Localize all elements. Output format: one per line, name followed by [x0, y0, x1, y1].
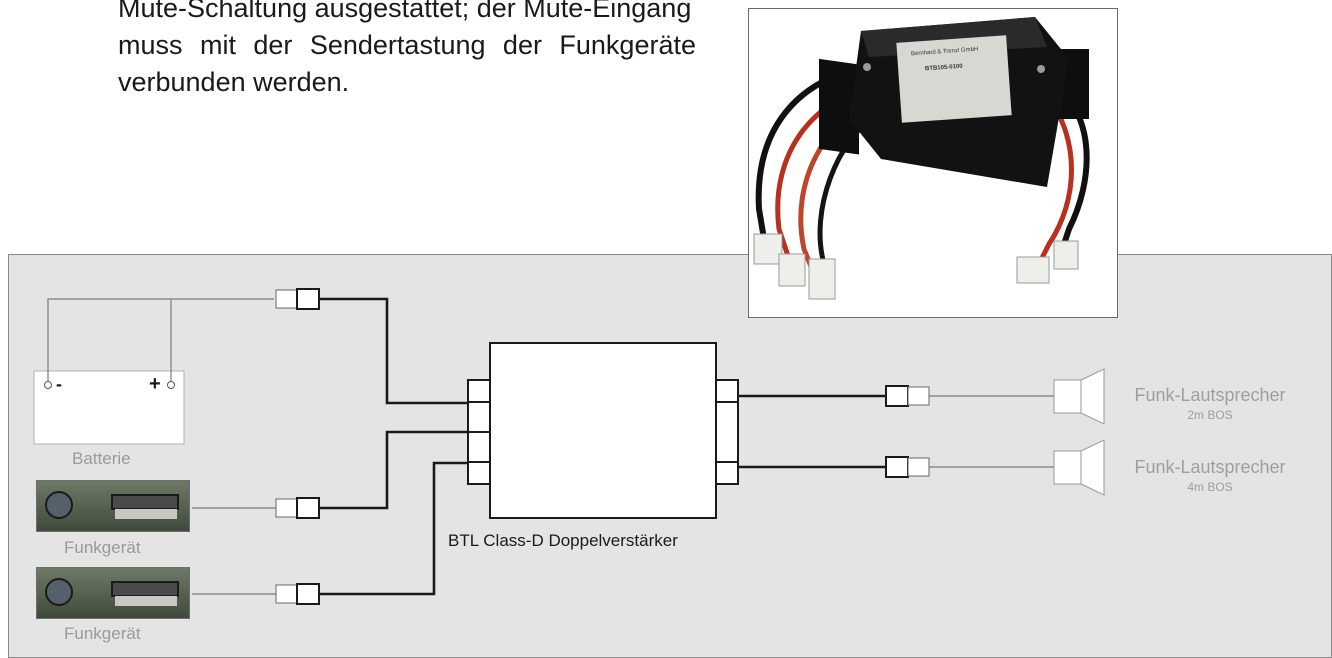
radio2-label: Funkgerät — [64, 624, 141, 643]
amplifier-photo: Bernhard & Trenzl GmbH BTB105-0100 — [748, 8, 1118, 318]
radio-plate — [115, 596, 177, 606]
amplifier-inputs — [467, 379, 491, 485]
plug-speaker2 — [885, 456, 930, 478]
speaker1-subtitle: 2m BOS — [1187, 408, 1233, 422]
antenna-jack-icon — [45, 578, 73, 606]
radio1-image — [36, 480, 190, 532]
radio2-audio-wire — [319, 461, 468, 596]
battery-body — [33, 370, 185, 445]
plug-speaker1 — [885, 385, 930, 407]
connector-icon — [111, 581, 179, 597]
plug-radio1 — [275, 497, 320, 519]
speaker1-title: Funk-Lautsprecher — [1134, 385, 1286, 405]
battery-minus-terminal — [44, 381, 52, 389]
battery-plus-terminal — [167, 381, 175, 389]
amplifier-outputs — [715, 379, 739, 485]
radio1-audio-wire — [319, 430, 468, 510]
intro-line-3: verbunden werden. — [118, 67, 350, 97]
connector-icon — [111, 494, 179, 510]
speaker2-icon — [1053, 439, 1105, 496]
intro-line-2: muss mit der Sendertastung der Funkgerät… — [118, 30, 696, 60]
radio1-label: Funkgerät — [64, 538, 141, 557]
battery-plus-label: + — [149, 373, 161, 395]
plug-battery — [275, 288, 320, 310]
plug-radio2 — [275, 583, 320, 605]
intro-line-1: Mute-Schaltung ausgestattet; der Mute-Ei… — [118, 0, 692, 23]
battery-minus-wire — [47, 298, 274, 381]
intro-text: Mute-Schaltung ausgestattet; der Mute-Ei… — [118, 0, 696, 101]
amplifier-box — [489, 342, 717, 519]
battery-minus-label: - — [56, 374, 62, 394]
battery-label: Batterie — [72, 449, 131, 468]
amplifier-label: BTL Class-D Doppelverstärker — [448, 531, 678, 550]
antenna-jack-icon — [45, 491, 73, 519]
speaker1-icon — [1053, 368, 1105, 425]
radio2-image — [36, 567, 190, 619]
speaker2-title: Funk-Lautsprecher — [1134, 457, 1286, 477]
radio-plate — [115, 509, 177, 519]
power-wire — [319, 297, 468, 405]
speaker2-subtitle: 4m BOS — [1187, 480, 1233, 494]
amplifier-photo-drawing — [753, 17, 1090, 300]
